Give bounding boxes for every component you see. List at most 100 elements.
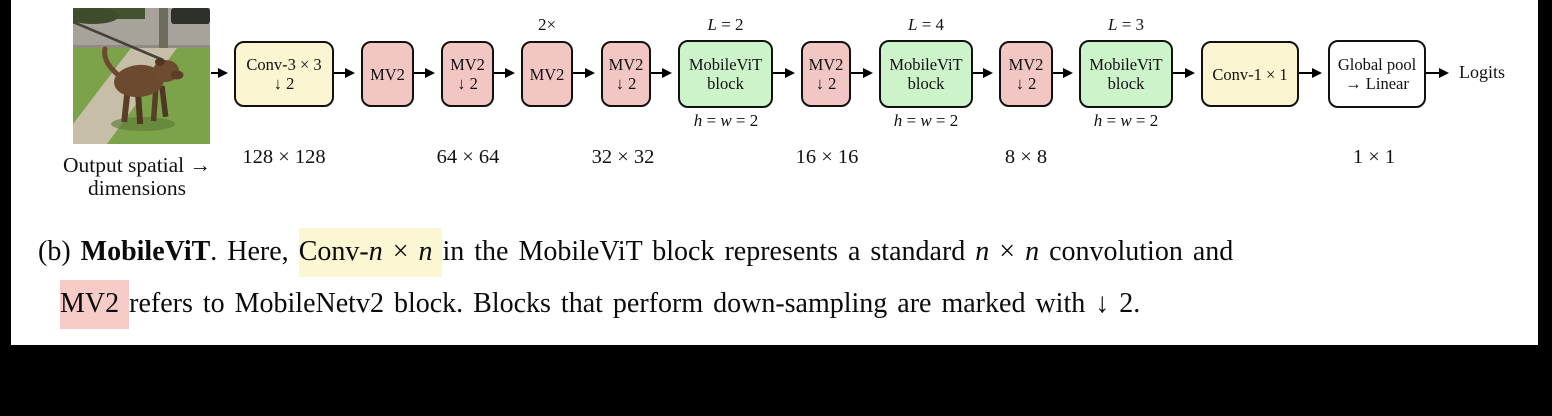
block-label: block [707, 74, 744, 93]
caption-segment: (b) [38, 236, 81, 267]
caption-segment [432, 228, 443, 277]
patch-label-hw2: h = w = 2 [1071, 111, 1181, 131]
block-label: ↓ 2 [457, 74, 478, 93]
flow-arrow [414, 71, 433, 75]
layers-label-L2: L = 2 [678, 15, 773, 35]
block-label: ↓ 2 [815, 74, 837, 93]
caption-segment: = 2 [731, 111, 759, 130]
caption-segment: . Here, [210, 236, 299, 267]
caption-segment: MV2 [60, 280, 130, 329]
block-mv2-6-down: MV2 ↓ 2 [999, 41, 1053, 107]
block-mobilevit-2: MobileViT block [879, 40, 973, 108]
block-label: ↓ 2 [615, 74, 637, 93]
dim-128x128: 128 × 128 [242, 146, 326, 168]
block-label: Conv-3 × 3 [246, 55, 322, 74]
block-label: → Linear [1345, 74, 1409, 93]
flow-arrow [973, 71, 991, 75]
block-label: Global pool [1337, 55, 1417, 74]
patch-label-hw2: h = w = 2 [671, 111, 781, 131]
block-mv2-1: MV2 [361, 41, 414, 107]
flow-arrow [1053, 71, 1071, 75]
layers-label-L4: L = 4 [879, 15, 973, 35]
caption-segment: n [975, 236, 990, 267]
caption-segment: L [907, 15, 918, 34]
block-mobilevit-1: MobileViT block [678, 40, 773, 108]
caption-segment: n [418, 228, 433, 277]
flow-arrow [1173, 71, 1193, 75]
output-spatial-dimensions-label: Output spatial → dimensions [45, 154, 229, 199]
caption-segment: refers to MobileNetv2 block. Blocks that… [129, 288, 1141, 319]
caption-segment: w [720, 111, 732, 130]
block-label: ↓ 2 [1015, 74, 1037, 93]
caption-segment: = 2 [1131, 111, 1159, 130]
patch-label-hw2: h = w = 2 [871, 111, 981, 131]
block-label: MV2 [529, 64, 565, 84]
caption-segment: = [702, 111, 721, 130]
block-label: Conv-1 × 1 [1212, 64, 1288, 84]
figure-sheet: Output spatial → dimensions Conv-3 × 3 ↓… [11, 0, 1538, 345]
dim-32x32: 32 × 32 [591, 146, 655, 168]
caption-segment: = 2 [931, 111, 959, 130]
caption-segment: n [368, 228, 383, 277]
block-mv2-2-down: MV2 ↓ 2 [441, 41, 494, 107]
flow-arrow [1299, 71, 1320, 75]
caption-segment: w [920, 111, 932, 130]
caption-segment: = [1102, 111, 1121, 130]
block-label: block [907, 74, 945, 93]
flow-arrow [211, 71, 226, 75]
block-label: MV2 [370, 64, 405, 84]
block-mobilevit-3: MobileViT block [1079, 40, 1173, 108]
block-conv-1x1: Conv-1 × 1 [1201, 41, 1299, 107]
output-spatial-line2: dimensions [88, 175, 186, 200]
flow-arrow [573, 71, 593, 75]
block-mv2-4-down: MV2 ↓ 2 [601, 41, 651, 107]
caption-segment: w [1120, 111, 1132, 130]
block-label: MV2 [450, 55, 485, 74]
caption-segment: L [707, 15, 717, 34]
caption-segment: MobileViT [80, 236, 211, 267]
flow-arrow [494, 71, 513, 75]
figure-caption: (b) MobileViT. Here, Conv-n × n in the M… [38, 226, 1536, 330]
caption-segment: × [382, 228, 419, 277]
block-label: MV2 [808, 55, 844, 74]
caption-segment: Conv- [298, 228, 369, 277]
block-label: MobileViT [1089, 55, 1163, 74]
caption-segment: in the MobileViT block represents a stan… [442, 236, 976, 267]
output-spatial-line1: Output spatial → [62, 153, 212, 177]
repeat-label-2x: 2× [521, 15, 573, 35]
caption-segment: = 3 [1117, 15, 1145, 34]
caption-segment: L [1107, 15, 1118, 34]
caption-segment: convolution and [1039, 236, 1234, 267]
caption-segment: × [989, 236, 1026, 267]
caption-segment: n [1025, 236, 1040, 267]
caption-segment: 2× [537, 15, 557, 34]
caption-line-1: (b) MobileViT. Here, Conv-n × n in the M… [38, 226, 1536, 278]
flow-arrow [651, 71, 670, 75]
logits-label: Logits [1459, 62, 1506, 82]
block-label: block [1107, 74, 1145, 93]
block-label: MobileViT [688, 55, 763, 74]
flow-arrow [1426, 71, 1447, 75]
flow-arrow [851, 71, 871, 75]
dim-8x8: 8 × 8 [1004, 146, 1048, 168]
dim-1x1: 1 × 1 [1352, 146, 1396, 168]
layers-label-L3: L = 3 [1079, 15, 1173, 35]
caption-segment: = [902, 111, 921, 130]
block-label: MV2 [1008, 55, 1044, 74]
input-image-dog [73, 8, 210, 144]
dim-16x16: 16 × 16 [795, 146, 859, 168]
block-global-pool-linear: Global pool → Linear [1328, 40, 1426, 108]
caption-segment: h [693, 111, 703, 130]
block-label: MV2 [608, 55, 644, 74]
block-label: MobileViT [889, 55, 963, 74]
block-mv2-3: MV2 [521, 41, 573, 107]
caption-segment: = 2 [716, 15, 744, 34]
flow-arrow [773, 71, 793, 75]
block-conv-3x3: Conv-3 × 3 ↓ 2 [234, 41, 334, 107]
block-mv2-5-down: MV2 ↓ 2 [801, 41, 851, 107]
caption-segment: = 4 [917, 15, 945, 34]
caption-line-2: MV2 refers to MobileNetv2 block. Blocks … [38, 278, 1536, 330]
caption-segment: h [1093, 111, 1103, 130]
dim-64x64: 64 × 64 [436, 146, 500, 168]
caption-segment: h [893, 111, 903, 130]
